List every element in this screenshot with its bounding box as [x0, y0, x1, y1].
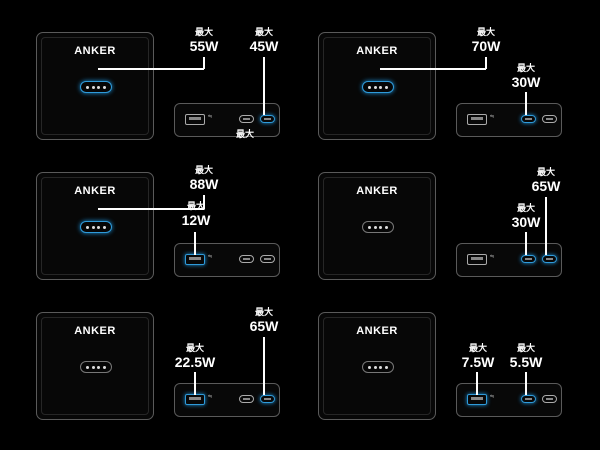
usb-a-port-icon	[185, 254, 205, 265]
charger-cube: ANKER	[36, 32, 154, 140]
led-indicator-icon	[362, 81, 394, 93]
leader-line	[263, 57, 265, 115]
wattage-label: 最大 88W	[189, 165, 219, 192]
wattage-label: 最大 65W	[249, 307, 279, 334]
led-indicator-icon	[80, 221, 112, 233]
leader-line	[98, 208, 204, 210]
leader-line	[194, 372, 196, 395]
power-strip: ⇋	[174, 103, 280, 137]
charger-cube: ANKER	[318, 32, 436, 140]
leader-line	[476, 372, 478, 395]
brand-logo: ANKER	[74, 185, 116, 197]
max-label: 最大	[235, 129, 254, 139]
config-panel-1: ANKER ⇋ 最大 55W 最大 45W 最大	[0, 0, 300, 150]
usb-a-port-icon	[467, 114, 487, 125]
power-strip: ⇋	[174, 383, 280, 417]
leader-line	[380, 68, 486, 70]
usb-c2-port-icon	[260, 395, 275, 403]
led-indicator-icon	[80, 81, 112, 93]
usb-c2-port-icon	[260, 255, 275, 263]
wattage-label: 最大 45W	[249, 27, 279, 54]
leader-line	[203, 57, 205, 69]
usb-a-port-icon	[185, 114, 205, 125]
wattage-label: 最大 30W	[511, 203, 541, 230]
wattage-label: 最大 22.5W	[174, 343, 216, 370]
wattage-label: 最大 30W	[511, 63, 541, 90]
led-indicator-icon	[362, 221, 394, 233]
usb-c1-port-icon	[521, 255, 536, 263]
usb-c2-port-icon	[542, 395, 557, 403]
brand-logo: ANKER	[74, 45, 116, 57]
wattage-label: 最大 12W	[181, 201, 211, 228]
leader-line	[545, 197, 547, 255]
usb-a-port-icon	[467, 394, 487, 405]
brand-logo: ANKER	[74, 325, 116, 337]
wattage-label: 最大 55W	[189, 27, 219, 54]
brand-logo: ANKER	[356, 45, 398, 57]
brand-logo: ANKER	[356, 185, 398, 197]
leader-line	[263, 337, 265, 395]
usb-c2-port-icon	[542, 255, 557, 263]
config-panel-4: ANKER ⇋ 最大 30W 最大 65W	[282, 140, 582, 290]
leader-line	[525, 232, 527, 255]
usb-c1-port-icon	[239, 255, 254, 263]
leader-line	[525, 372, 527, 395]
config-panel-3: ANKER ⇋ 最大 88W 最大 12W	[0, 140, 300, 290]
wattage-label: 最大 5.5W	[509, 343, 543, 370]
charger-cube: ANKER	[318, 172, 436, 280]
charger-cube: ANKER	[36, 312, 154, 420]
charger-cube: ANKER	[36, 172, 154, 280]
wattage-label: 最大 65W	[531, 167, 561, 194]
leader-line	[525, 92, 527, 115]
config-panel-5: ANKER ⇋ 最大 22.5W 最大 65W	[0, 280, 300, 430]
charger-cube: ANKER	[318, 312, 436, 420]
led-indicator-icon	[80, 361, 112, 373]
power-strip: ⇋	[456, 383, 562, 417]
config-panel-2: ANKER ⇋ 最大 70W 最大 30W	[282, 0, 582, 150]
leader-line	[485, 57, 487, 69]
usb-c1-port-icon	[239, 395, 254, 403]
power-strip: ⇋	[174, 243, 280, 277]
config-panel-6: ANKER ⇋ 最大 7.5W 最大 5.5W	[282, 280, 582, 430]
usb-c1-port-icon	[239, 115, 254, 123]
usb-c2-port-icon	[542, 115, 557, 123]
brand-logo: ANKER	[356, 325, 398, 337]
power-strip: ⇋	[456, 103, 562, 137]
leader-line	[194, 232, 196, 255]
leader-line	[203, 195, 205, 209]
usb-c1-port-icon	[521, 115, 536, 123]
led-indicator-icon	[362, 361, 394, 373]
usb-a-port-icon	[185, 394, 205, 405]
leader-line	[98, 68, 204, 70]
usb-c1-port-icon	[521, 395, 536, 403]
usb-a-port-icon	[467, 254, 487, 265]
wattage-label: 最大 7.5W	[461, 343, 495, 370]
usb-c2-port-icon	[260, 115, 275, 123]
wattage-label: 最大 70W	[471, 27, 501, 54]
power-strip: ⇋	[456, 243, 562, 277]
